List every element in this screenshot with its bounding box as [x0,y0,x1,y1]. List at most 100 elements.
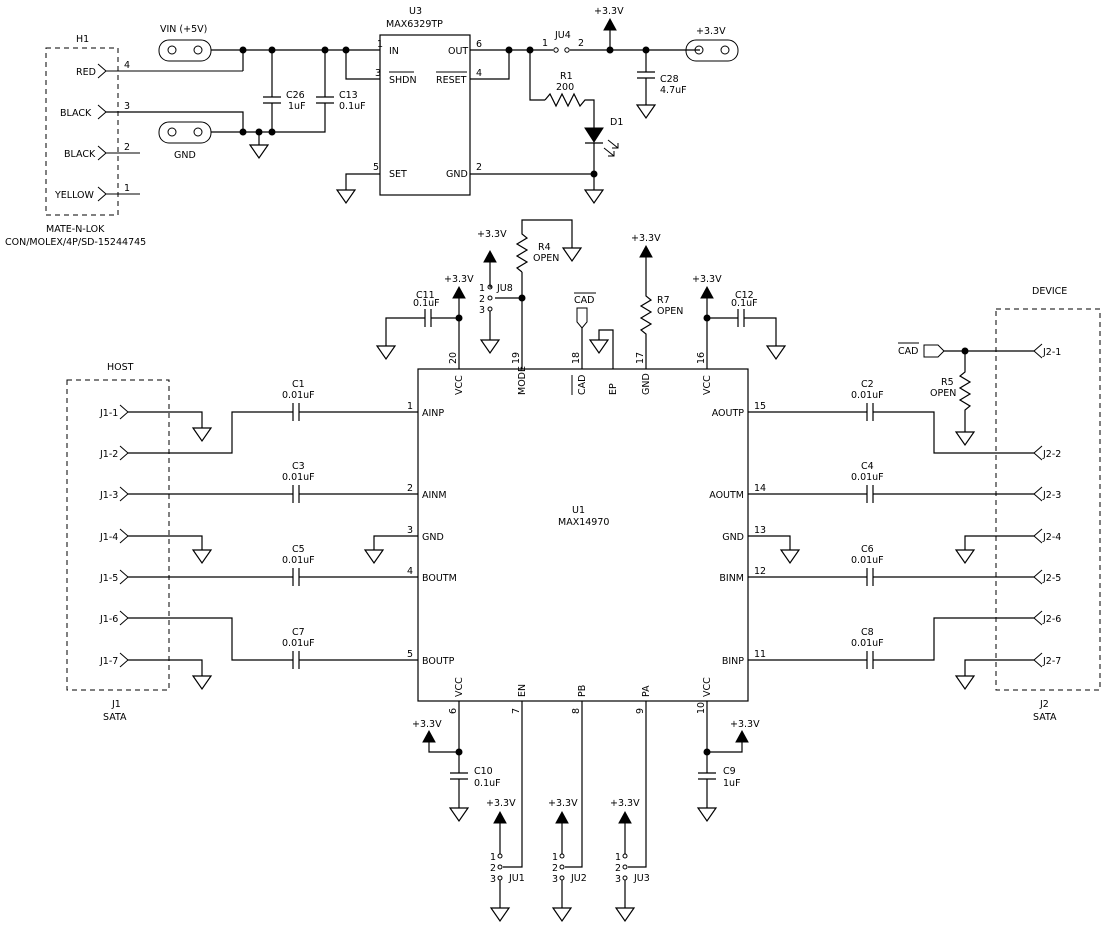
u1-pin-num: 16 [696,352,707,364]
ju2-pin-num: 3 [552,874,558,885]
u3-pin-num: 6 [476,39,482,50]
vcc-label: +3.3V [692,274,722,285]
j2-pin-chevron [1033,652,1043,668]
c28-val: 4.7uF [660,85,687,96]
gnd-terminal-label: GND [174,150,196,161]
u1-pin-name: BOUTM [422,573,457,584]
ju4-pin-num: 1 [542,38,548,49]
vcc-label: +3.3V [730,719,760,730]
u1-pin-num: 9 [635,708,646,714]
h1-pin-label: BLACK [64,149,96,160]
h1-pin-num: 4 [124,60,130,71]
ic-u3: U3 MAX6329TP IN SHDN SET OUT RESET GND 1… [335,6,623,205]
vcc-label: +3.3V [477,229,507,240]
u3-pin-shdn: SHDN [389,75,417,86]
ju4-pin-num: 2 [578,38,584,49]
h1-pin-num: 2 [124,142,130,153]
device-cap-value: 0.01uF [851,390,884,401]
r5-val: OPEN [930,388,956,399]
c26-val: 1uF [288,101,306,112]
h1-pin-label: RED [76,67,96,78]
u1-pin-num: 10 [696,702,707,714]
j1-pin-chevron [119,486,129,502]
u1-pin-num: 8 [571,708,582,714]
j1-pin-chevron [119,404,129,420]
ju8-ref: JU8 [496,283,513,294]
u1-pin-num: 15 [754,401,766,412]
c26-ref: C26 [286,90,305,101]
ju8-pin-num: 3 [479,305,485,316]
c9-ref: C9 [723,766,736,777]
vin-label: VIN (+5V) [160,24,207,35]
u3-pin-set: SET [389,169,407,180]
u3-pin-in: IN [389,46,399,57]
j2-pin-chevron [1033,343,1043,359]
u3-pin-num: 1 [377,39,383,50]
u1-pin-num: 11 [754,649,766,660]
device-cap-ref: C2 [861,379,874,390]
j1-pin-chevron [119,569,129,585]
c11-val: 0.1uF [413,298,440,309]
device-cap-ref: C4 [861,461,874,472]
c13-ref: C13 [339,90,358,101]
c9-val: 1uF [723,778,741,789]
j2-pin-label: J2-4 [1042,532,1061,543]
u1-pin-name: MODE [517,366,528,395]
u1-pin-name: EP [608,383,619,395]
u1-pin-name: AOUTP [712,408,745,419]
j1-type: SATA [103,712,127,723]
power-input: VIN (+5V) GND C26 1uF C13 0.1uF [106,24,380,161]
ju2-pin-num: 2 [552,863,558,874]
j2-pin-chevron [1033,610,1043,626]
host-cap-value: 0.01uF [282,638,315,649]
vcc-label: +3.3V [594,6,624,17]
u1-pin-name: VCC [454,375,465,395]
u1-pin-name: VCC [702,677,713,697]
u1-pin-num: 7 [511,708,522,714]
j2-pin-label: J2-2 [1042,449,1061,460]
u3-pin-num: 3 [375,68,381,79]
host-cap-ref: C7 [292,627,305,638]
host-cap-value: 0.01uF [282,555,315,566]
ju1-ref: JU1 [508,873,525,884]
u1-pin-num: 5 [407,649,413,660]
ju3-ref: JU3 [633,873,650,884]
h1-pin-label: YELLOW [54,190,95,201]
u1-pin-num: 3 [407,525,413,536]
device-cap-ref: C6 [861,544,874,555]
j2-pin-label: J2-5 [1042,573,1061,584]
r4-ref: R4 [538,242,551,253]
j1-pin-label: J1-2 [99,449,118,460]
j2-pin-label: J2-3 [1042,490,1061,501]
ju3-pin-num: 1 [615,852,621,863]
connector-j2: DEVICE J2 SATA [995,286,1101,723]
j2-pin-chevron [1033,528,1043,544]
ju1-pin-num: 1 [490,852,496,863]
u1-pin-name: AINP [422,408,444,419]
vcc-label: +3.3V [486,798,516,809]
u1-bottom-nets: +3.3V C10 0.1uF +3.3V C9 1uF +3.3V 1 2 3… [412,701,760,923]
u1-pin-name: GND [722,532,744,543]
j2-title: DEVICE [1032,286,1067,297]
vcc-label: +3.3V [548,798,578,809]
j2-pin-label: J2-6 [1042,614,1061,625]
vcc-label: +3.3V [444,274,474,285]
host-cap-value: 0.01uF [282,390,315,401]
u1-pin-num: 17 [635,352,646,364]
u1-pin-num: 13 [754,525,766,536]
jumper-ju4: JU4 1 2 +3.3V C28 4.7uF +3.3V [538,6,739,120]
u3-pin-out: OUT [448,46,468,57]
h1-ref: H1 [76,34,89,45]
j1-pins: J1-1J1-2J1-3J1-4J1-5J1-6J1-7 [99,404,129,668]
j1-pin-label: J1-1 [99,408,118,419]
ju3-pin-num: 2 [615,863,621,874]
ju1-pin-num: 2 [490,863,496,874]
vcc-label: +3.3V [610,798,640,809]
j2-pin-chevron [1033,445,1043,461]
u1-pin-name: PA [641,685,652,697]
r1-val: 200 [556,82,574,93]
u1-pin-num: 12 [754,566,766,577]
host-cap-ref: C1 [292,379,305,390]
ic-u1: U1 MAX14970 [417,368,749,702]
vout-terminal [685,39,739,62]
